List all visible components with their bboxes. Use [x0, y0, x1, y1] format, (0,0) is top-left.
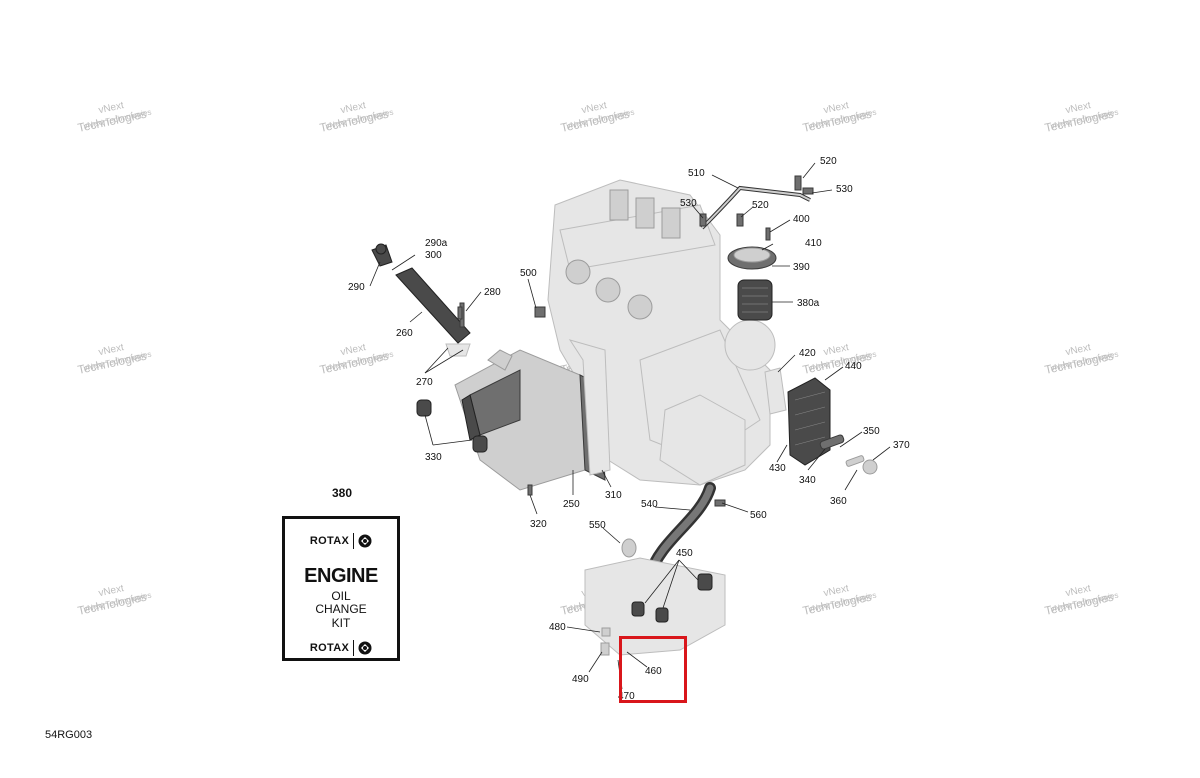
watermark-vnext: vNext — [98, 100, 126, 116]
gasket — [568, 339, 611, 476]
callout-370: 370 — [893, 440, 910, 451]
callout-280: 280 — [484, 287, 501, 298]
callout-labels: 510 520 530 530 520 400 410 390 380a 290… — [348, 156, 910, 702]
callout-450: 450 — [676, 548, 693, 559]
part-460-highlight[interactable] — [619, 636, 687, 703]
watermark-vnext: vNext — [823, 342, 851, 358]
callout-320: 320 — [530, 519, 547, 530]
oil-change-kit-box: ROTAX ENGINE OIL CHANGE KIT ROTAX — [282, 516, 400, 661]
callout-530: 530 — [680, 198, 697, 209]
callout-260: 260 — [396, 328, 413, 339]
watermark-vnext: vNext — [340, 100, 368, 116]
watermark-vnext: vNext — [340, 342, 368, 358]
kit-title-change: CHANGE — [315, 602, 367, 616]
callout-500: 500 — [520, 268, 537, 279]
watermark-vnext: vNext — [1065, 583, 1093, 599]
rotax-logo-icon — [358, 534, 372, 548]
brand-divider — [353, 533, 355, 549]
brand-name: ROTAX — [309, 535, 350, 547]
watermark-vnext: vNext — [823, 100, 851, 116]
callout-560: 560 — [750, 510, 767, 521]
callout-390: 390 — [793, 262, 810, 273]
callout-340: 340 — [799, 475, 816, 486]
rotax-logo-icon — [358, 641, 372, 655]
brand-name: ROTAX — [309, 642, 350, 654]
kit-title-oil: OIL — [331, 589, 351, 603]
watermark-vnext: vNext — [1065, 100, 1093, 116]
callout-470: 470 — [618, 691, 635, 702]
brand-row-bottom: ROTAX — [285, 640, 397, 656]
callout-480: 480 — [549, 622, 566, 633]
figure-code: 54RG003 — [45, 729, 93, 741]
kit-title-kit: KIT — [331, 616, 351, 630]
oil-filter-assembly — [727, 227, 777, 321]
relief-valve-parts — [819, 434, 878, 475]
dipstick-tube — [371, 243, 471, 344]
callout-380a: 380a — [797, 298, 820, 309]
callout-270: 270 — [416, 377, 433, 388]
watermark-vnext: vNext — [1065, 342, 1093, 358]
callout-530: 530 — [836, 184, 853, 195]
kit-reference-number: 380 — [332, 486, 353, 500]
grommets — [416, 343, 488, 453]
callout-520: 520 — [820, 156, 837, 167]
callout-460: 460 — [645, 666, 662, 677]
callout-290a: 290a — [425, 238, 448, 249]
callout-300: 300 — [425, 250, 442, 261]
oil-line — [699, 175, 814, 230]
oil-cooler — [764, 367, 831, 466]
callout-310: 310 — [605, 490, 622, 501]
kit-title-engine: ENGINE — [304, 565, 378, 587]
callout-410: 410 — [805, 238, 822, 249]
callout-420: 420 — [799, 348, 816, 359]
leader-lines — [369, 162, 891, 690]
callout-430: 430 — [769, 463, 786, 474]
watermark-vnext: vNext — [98, 342, 126, 358]
callout-350: 350 — [863, 426, 880, 437]
crankcase-lower — [584, 557, 726, 656]
brand-row-top: ROTAX — [285, 533, 397, 549]
watermark-vnext: vNext — [98, 583, 126, 599]
callout-250: 250 — [563, 499, 580, 510]
callout-540: 540 — [641, 499, 658, 510]
callout-490: 490 — [572, 674, 589, 685]
callout-290: 290 — [348, 282, 365, 293]
callout-440: 440 — [845, 361, 862, 372]
brand-divider — [353, 640, 355, 656]
callout-550: 550 — [589, 520, 606, 531]
callout-400: 400 — [793, 214, 810, 225]
watermark-vnext: vNext — [581, 100, 609, 116]
callout-520: 520 — [752, 200, 769, 211]
watermark-vnext: vNext — [823, 583, 851, 599]
callout-330: 330 — [425, 452, 442, 463]
callout-510: 510 — [688, 168, 705, 179]
callout-360: 360 — [830, 496, 847, 507]
